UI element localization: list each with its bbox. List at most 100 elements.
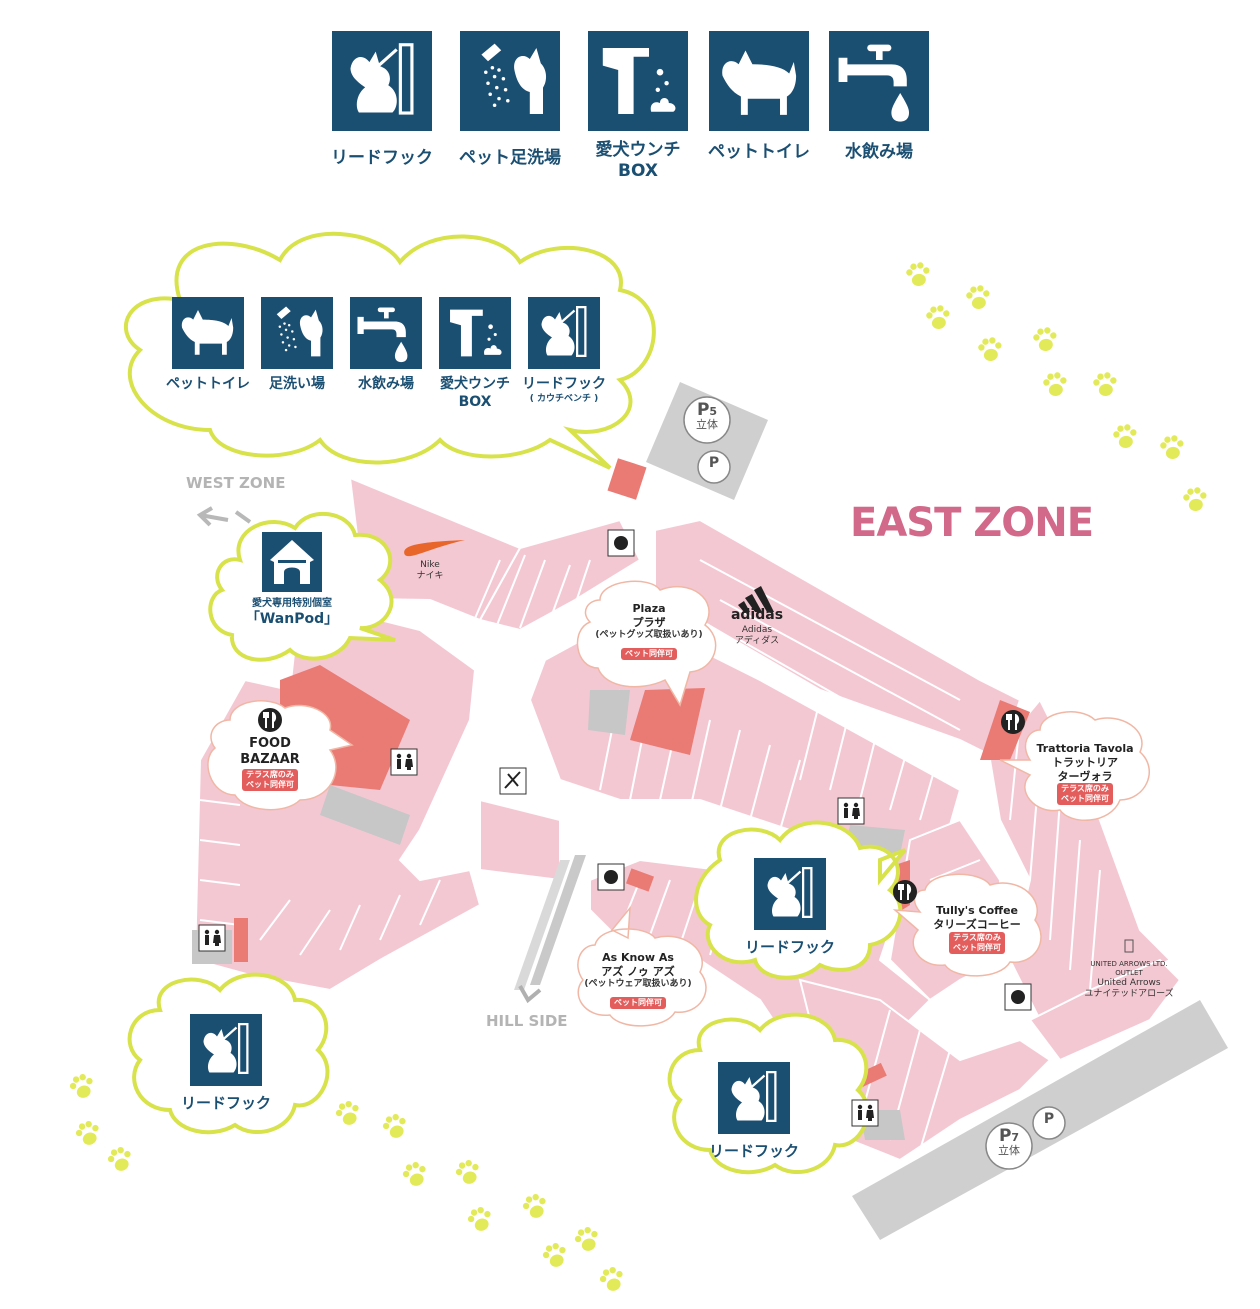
hill-side-road — [514, 855, 586, 1004]
hook-icon-west — [190, 1014, 262, 1086]
west-zone-label: WEST ZONE — [186, 474, 286, 492]
adidas-logo-icon — [738, 586, 774, 612]
cloud-label-water: 水飲み場 — [358, 376, 414, 392]
shop-adidas-name: Adidas — [741, 624, 773, 635]
shop-adidas-logo: adidas — [730, 607, 784, 623]
hook-label-center: リードフック — [744, 938, 835, 956]
parking-p7-accessible-label: P — [1043, 1111, 1055, 1127]
food-line1: FOOD — [249, 736, 291, 751]
plaza-store-area — [630, 688, 705, 755]
legend-label-waste-box-line1: 愛犬ウンチ — [595, 140, 681, 160]
shop-divisions — [199, 554, 1101, 1151]
legend-label-leash-hook: リードフック — [331, 148, 433, 168]
facility-markers — [198, 529, 1032, 1127]
asknow-badge-wrap: ペット同伴可 — [573, 990, 703, 1010]
plaza-line3: (ペットグッズ取扱いあり) — [595, 629, 703, 640]
shop-adidas-kana: アディダス — [734, 635, 780, 646]
bubble-wanpod[interactable]: 愛犬専用特別個室 「WanPod」 — [237, 598, 347, 628]
legend-dog-waste-box-icon — [588, 31, 688, 131]
parking-p7-type: 立体 — [998, 1144, 1020, 1157]
cloud-label-hook-line2: ( カウチベンチ ) — [529, 393, 599, 404]
bubble-plaza[interactable]: Plaza プラザ (ペットグッズ取扱いあり) ペット同伴可 — [584, 602, 714, 661]
entrance-west — [234, 918, 248, 962]
shop-united-sub: OUTLET — [1115, 968, 1143, 977]
tullys-line2: タリーズコーヒー — [933, 917, 1021, 931]
united-arrows-logo-icon — [1124, 939, 1134, 953]
food-badge: テラス席のみペット同伴可 — [230, 768, 310, 792]
tullys-line1: Tully's Coffee — [935, 904, 1019, 917]
parking-markers — [683, 396, 1066, 1170]
legend-water-fountain-icon — [829, 31, 929, 131]
wanpod-line2: 「WanPod」 — [245, 610, 339, 627]
parking-p5-accessible-label: P — [708, 455, 720, 471]
bubble-asknow[interactable]: As Know As アズ ノゥ アズ (ペットウェア取扱いあり) ペット同伴可 — [573, 951, 703, 1010]
cloud-label-footwash: 足洗い場 — [269, 376, 325, 392]
hill-side-label: HILL SIDE — [486, 1012, 568, 1030]
food-badge2: ペット同伴可 — [246, 779, 294, 789]
parking-p7-number: 7 — [1011, 1131, 1020, 1144]
parking-p7-label: P7 立体 — [989, 1128, 1029, 1157]
hook-label-west: リードフック — [180, 1094, 271, 1112]
cloud-label-waste-line2: BOX — [458, 393, 492, 410]
asknow-line3: (ペットウェア取扱いあり) — [584, 978, 692, 989]
parking-p5-type: 立体 — [696, 418, 718, 431]
plaza-badge-wrap: ペット同伴可 — [584, 641, 714, 661]
plaza-badge: ペット同伴可 — [621, 647, 677, 660]
bubble-food-bazaar[interactable]: FOOD BAZAAR テラス席のみペット同伴可 — [230, 736, 310, 792]
east-zone-label: EAST ZONE — [850, 500, 1094, 546]
trattoria-badge1: テラス席のみ — [1061, 784, 1109, 794]
trattoria-line3: ターヴォラ — [1057, 769, 1113, 783]
asknow-badge: ペット同伴可 — [610, 996, 666, 1009]
trattoria-badge2: ペット同伴可 — [1061, 794, 1109, 804]
cloud-label-hook-line1: リードフック — [522, 376, 606, 392]
shop-nike[interactable]: Nike ナイキ — [410, 560, 450, 583]
cloud-label-hook: リードフック ( カウチベンチ ) — [514, 376, 614, 405]
tullys-badge: テラス席のみペット同伴可 — [922, 931, 1032, 955]
shop-united-kana: ユナイテッドアローズ — [1084, 988, 1174, 999]
wanpod-house-icon — [262, 532, 322, 592]
shop-adidas[interactable]: adidas Adidas アディダス — [722, 607, 792, 647]
cutlery-icons — [258, 708, 1025, 904]
legend-label-water: 水飲み場 — [845, 142, 913, 162]
wanpod-line1: 愛犬専用特別個室 — [252, 598, 332, 609]
trattoria-badge: テラス席のみペット同伴可 — [1030, 783, 1140, 806]
hook-icon-south — [718, 1062, 790, 1134]
west-zone-arrow — [196, 506, 252, 527]
plaza-line1: Plaza — [632, 602, 666, 615]
legend-label-footwash: ペット足洗場 — [459, 148, 561, 168]
bubble-tullys[interactable]: Tully's Coffee タリーズコーヒー テラス席のみペット同伴可 — [922, 904, 1032, 955]
trattoria-line1: Trattoria Tavola — [1036, 742, 1134, 755]
cloud-label-pet-toilet: ペットトイレ — [166, 376, 250, 392]
parking-p5-label: P5 立体 — [687, 402, 727, 431]
bubble-trattoria[interactable]: Trattoria Tavola トラットリア ターヴォラ テラス席のみペット同… — [1030, 742, 1140, 806]
parking-p5-number: 5 — [709, 405, 718, 418]
asknow-line2: アズ ノゥ アズ — [601, 964, 675, 978]
parking-p7-letter: P — [998, 1126, 1012, 1146]
food-badge1: テラス席のみ — [246, 769, 294, 779]
legend-pet-footwash-icon — [460, 31, 560, 131]
plaza-line2: プラザ — [632, 615, 666, 629]
legend-label-waste-box: 愛犬ウンチ BOX — [578, 140, 698, 183]
shop-nike-name: Nike — [420, 560, 440, 570]
food-line2: BAZAAR — [240, 752, 300, 768]
entrance-south — [625, 868, 655, 892]
cloud-west-icons — [172, 297, 600, 369]
shop-united-name: United Arrows — [1097, 977, 1161, 988]
tullys-badge1: テラス席のみ — [953, 932, 1001, 942]
legend-pet-toilet-icon — [709, 31, 809, 131]
shop-united-logo: UNITED ARROWS LTD. — [1090, 960, 1168, 968]
nike-logo-icon — [404, 540, 465, 557]
cloud-label-waste: 愛犬ウンチ BOX — [425, 376, 525, 411]
trattoria-line2: トラットリア — [1052, 755, 1118, 769]
hook-icon-center — [754, 858, 826, 930]
shop-nike-kana: ナイキ — [416, 571, 444, 582]
cloud-label-waste-line1: 愛犬ウンチ — [440, 376, 510, 392]
entrance-p5 — [607, 458, 647, 500]
asknow-line1: As Know As — [602, 951, 674, 964]
tullys-badge2: ペット同伴可 — [953, 942, 1001, 952]
legend-label-pet-toilet: ペットトイレ — [708, 142, 810, 162]
shop-united-arrows[interactable]: UNITED ARROWS LTD. OUTLET United Arrows … — [1074, 960, 1184, 1000]
legend-leash-hook-icon — [332, 31, 432, 131]
